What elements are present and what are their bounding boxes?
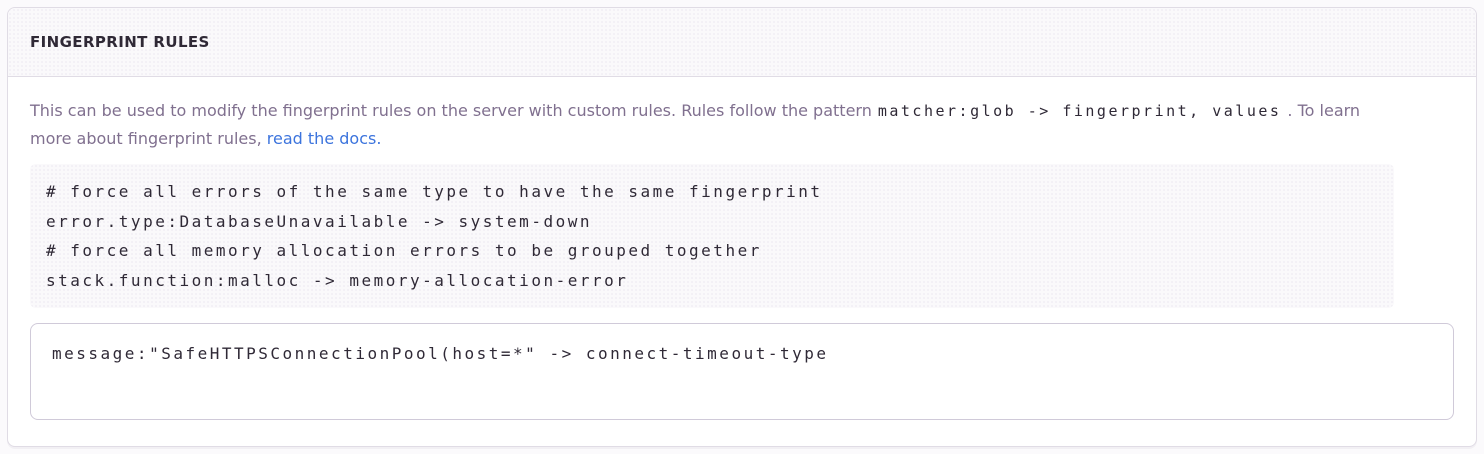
description-period: . — [376, 129, 382, 148]
pattern-inline-code: matcher:glob -> fingerprint, values — [877, 102, 1282, 120]
description-text-after: . To learn more about fingerprint rules, — [30, 101, 1361, 148]
field-description: This can be used to modify the fingerpri… — [30, 97, 1394, 152]
fingerprint-rules-panel: FINGERPRINT RULES This can be used to mo… — [7, 7, 1477, 447]
description-text-before: This can be used to modify the fingerpri… — [30, 101, 872, 120]
field-help: This can be used to modify the fingerpri… — [30, 97, 1394, 308]
fingerprint-rules-textarea[interactable]: message:"SafeHTTPSConnectionPool(host=*"… — [30, 323, 1454, 420]
panel-body: This can be used to modify the fingerpri… — [8, 77, 1476, 446]
example-code-block: # force all errors of the same type to h… — [30, 164, 1394, 308]
panel-header: FINGERPRINT RULES — [8, 8, 1476, 77]
panel-title: FINGERPRINT RULES — [30, 33, 210, 51]
read-the-docs-link[interactable]: read the docs — [266, 129, 377, 148]
